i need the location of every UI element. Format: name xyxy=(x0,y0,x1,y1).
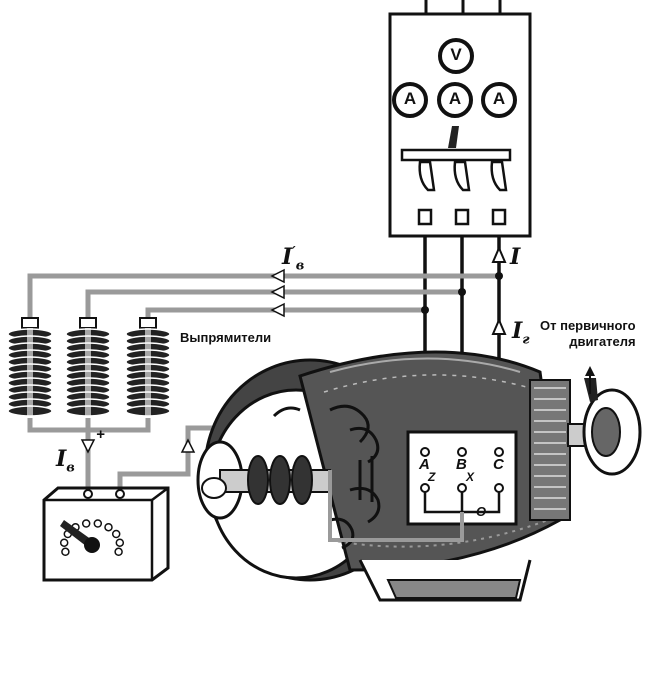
terminal-x-label: X xyxy=(466,470,475,484)
excitation-current-label: I′в xyxy=(282,244,304,273)
rectifier-cap xyxy=(139,317,157,329)
rectifier-stacks xyxy=(7,317,171,418)
excitation-current-subscript: в xyxy=(295,258,305,274)
rheostat-current-label: Iв xyxy=(56,446,75,475)
rectifier-core xyxy=(85,328,91,418)
ammeter-label-1: A xyxy=(403,89,417,108)
ammeter-label-3: A xyxy=(492,89,506,108)
current-arrows xyxy=(491,245,507,335)
phase-current-symbol: I xyxy=(512,318,523,344)
rheostat-contact xyxy=(111,529,121,539)
rotor-shaft xyxy=(196,440,331,520)
ammeter-icons xyxy=(392,82,517,118)
junction-dots xyxy=(421,272,503,314)
terminal-b-label: B xyxy=(456,456,467,473)
rectifier-stack xyxy=(125,317,171,418)
terminal-a-label: A xyxy=(419,456,430,473)
rheostat-current-symbol: I xyxy=(56,446,67,472)
rheostat-contact xyxy=(114,547,123,557)
rectifier-core xyxy=(27,328,33,418)
switchboard-panel xyxy=(388,0,532,238)
stator-windings xyxy=(272,404,381,550)
rectifier-core xyxy=(145,328,151,418)
rheostat-contact xyxy=(93,519,103,528)
rectifier-stack xyxy=(65,317,111,418)
rheostat-box xyxy=(42,486,170,582)
rheostat-contact xyxy=(61,547,70,557)
rectifier-cap xyxy=(21,317,39,329)
rheostat-arrows xyxy=(80,438,196,454)
rheostat-current-subscript: в xyxy=(66,460,75,476)
terminal-z-label: Z xyxy=(428,470,436,484)
phase-current-label: Iг xyxy=(512,318,530,347)
line-current-label: I xyxy=(510,244,521,270)
rheostat-contact xyxy=(59,538,69,547)
phase-current-subscript: г xyxy=(522,332,530,348)
rheostat-contact xyxy=(115,538,125,547)
voltmeter-label: V xyxy=(450,45,462,64)
plus-sign: + xyxy=(96,426,105,443)
excitation-current-symbol: I xyxy=(282,244,293,270)
rectifier-feed-wires xyxy=(27,273,499,320)
rectifier-stack xyxy=(7,317,53,418)
terminal-c-label: C xyxy=(493,456,504,473)
terminal-box xyxy=(328,430,518,542)
prime-mover-label: От первичного двигателя xyxy=(540,318,636,349)
voltmeter-icon xyxy=(438,38,474,74)
rectifiers-label: Выпрямители xyxy=(180,330,272,345)
ammeter-label-2: A xyxy=(448,89,462,108)
rheostat-contact xyxy=(81,519,91,528)
terminal-o-label: O xyxy=(476,504,487,519)
knife-switch-icon xyxy=(400,126,512,226)
wire-arrows xyxy=(270,268,285,318)
rheostat-contact xyxy=(104,522,113,532)
rectifier-cap xyxy=(79,317,97,329)
excitation-current-prime: ′ xyxy=(292,244,296,260)
